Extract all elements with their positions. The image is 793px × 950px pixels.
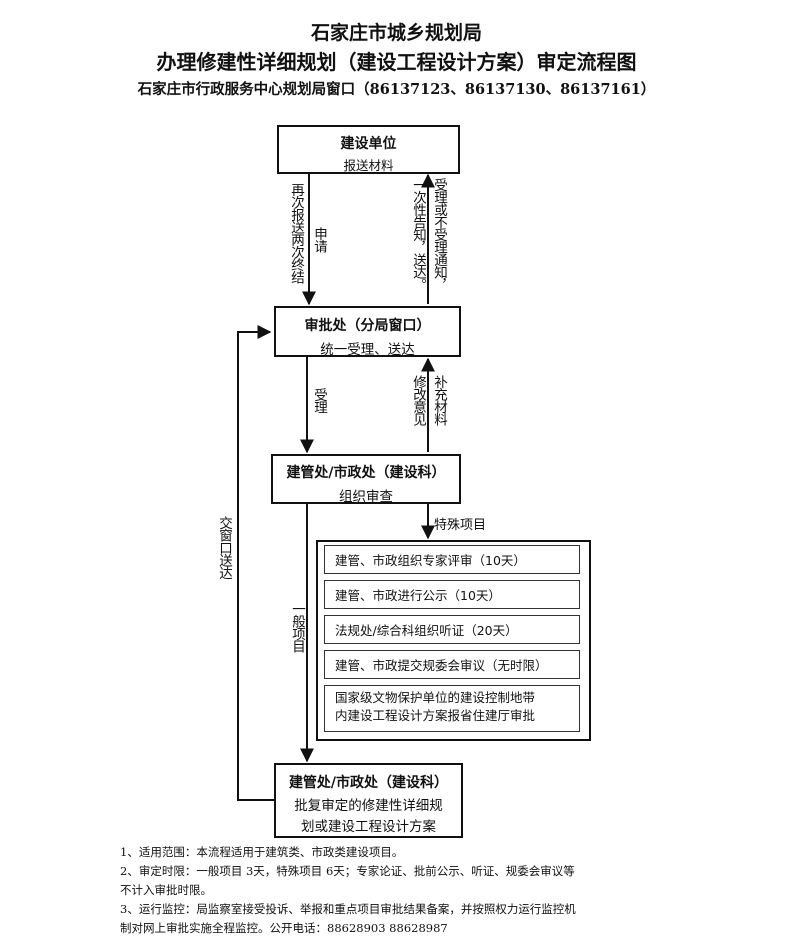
flow-title: 办理修建性详细规划（建设工程设计方案）审定流程图 xyxy=(156,50,637,74)
label-one-time: 一次性告知，送达。 xyxy=(410,178,426,291)
special-item-hearing: 法规处/综合科组织听证（20天） xyxy=(324,615,580,644)
window-contact: 石家庄市行政服务中心规划局窗口（86137123、86137130、861371… xyxy=(137,81,656,98)
final-sub-1: 批复审定的修建性详细规 xyxy=(294,798,443,814)
page-title: 石家庄市城乡规划局 xyxy=(310,22,482,44)
note-monitoring-cont: 制对网上审批实施全程监控。公开电话：88628903 88628987 xyxy=(120,921,448,935)
final-sub-2: 划或建设工程设计方案 xyxy=(301,819,436,835)
special-item-heritage: 国家级文物保护单位的建设控制地带 内建设工程设计方案报省住建厅审批 xyxy=(324,685,580,732)
note-time-limit: 2、审定时限：一般项目 3天，特殊项目 6天；专家论证、批前公示、听证、规委会审… xyxy=(120,864,575,878)
note-scope: 1、适用范围：本流程适用于建筑类、市政类建设项目。 xyxy=(120,845,404,859)
final-box: 建管处/市政处（建设科） 批复审定的修建性详细规 划或建设工程设计方案 xyxy=(274,763,463,838)
final-title: 建管处/市政处（建设科） xyxy=(288,775,449,791)
label-apply: 申请 xyxy=(311,227,327,252)
unit-box: 建设单位 报送材料 xyxy=(277,125,460,174)
special-item-publicity: 建管、市政进行公示（10天） xyxy=(324,580,580,609)
special-item-heritage-line2: 内建设工程设计方案报省住建厅审批 xyxy=(335,708,536,723)
approval-title: 审批处（分局窗口） xyxy=(304,318,431,334)
label-supplement: 补充材料 xyxy=(431,375,447,425)
notes: 1、适用范围：本流程适用于建筑类、市政类建设项目。 2、审定时限：一般项目 3天… xyxy=(120,843,680,938)
construction-title: 建管处/市政处（建设科） xyxy=(286,465,446,481)
special-items-frame xyxy=(316,540,591,741)
construction-sub: 组织审查 xyxy=(339,489,393,505)
label-resubmit: 再次报送两次终结 xyxy=(288,183,304,283)
unit-title: 建设单位 xyxy=(340,136,397,152)
special-item-committee: 建管、市政提交规委会审议（无时限） xyxy=(324,650,580,679)
label-special: 特殊项目 xyxy=(434,518,487,533)
unit-sub: 报送材料 xyxy=(343,158,394,173)
approval-box: 审批处（分局窗口） 统一受理、送达 xyxy=(274,306,461,358)
label-accept: 受理 xyxy=(311,388,327,413)
label-window-send: 交窗口送达 xyxy=(216,516,232,579)
special-item-expert-review: 建管、市政组织专家评审（10天） xyxy=(324,545,580,574)
label-notify: 受理或不受理通知， xyxy=(431,178,447,291)
approval-sub: 统一受理、送达 xyxy=(320,342,415,358)
note-time-limit-cont: 不计入审批时限。 xyxy=(120,883,212,897)
label-revise: 修改意见 xyxy=(410,375,426,425)
special-item-heritage-line1: 国家级文物保护单位的建设控制地带 xyxy=(335,690,536,705)
construction-box: 建管处/市政处（建设科） 组织审查 xyxy=(271,454,461,505)
label-general: 一般项目 xyxy=(289,602,305,652)
note-monitoring: 3、运行监控：局监察室接受投诉、举报和重点项目审批结果备案，并按照权力运行监控机 xyxy=(120,902,576,916)
